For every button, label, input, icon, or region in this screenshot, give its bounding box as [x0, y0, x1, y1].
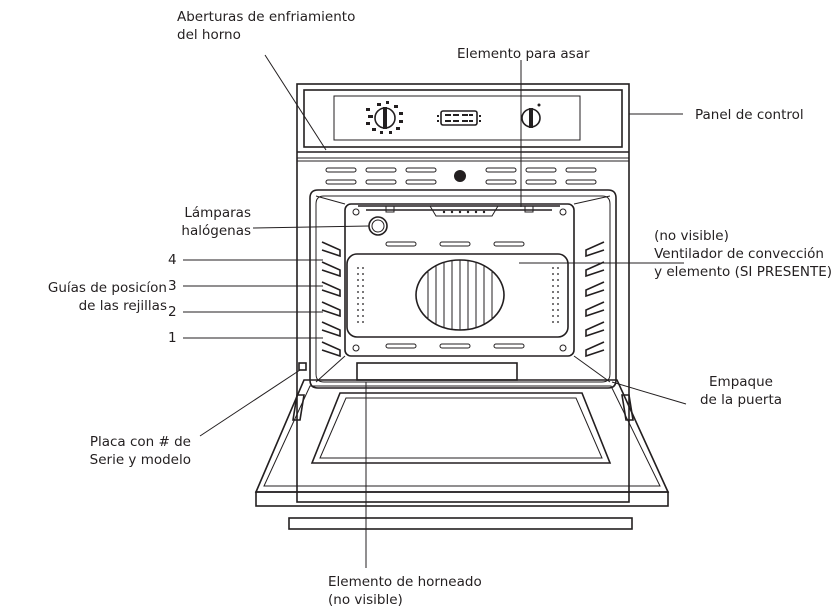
control-panel [303, 89, 623, 148]
label-serial-plate-line1: Placa con # de [89, 434, 191, 450]
rack-guides-left [321, 241, 341, 358]
label-door-gasket-line2: de la puerta [699, 392, 783, 408]
label-convection-fan-line2: Ventilador de convección [654, 246, 824, 262]
rack-number-3: 3 [168, 278, 177, 294]
timer-display [437, 110, 481, 126]
label-broil-element: Elemento para asar [457, 46, 590, 62]
label-control-panel: Panel de control [695, 107, 804, 123]
label-cooling-vents-line1: Aberturas de enfriamiento [177, 9, 356, 25]
label-door-gasket: Empaque de la puerta [680, 373, 802, 409]
back-wall-slots [385, 241, 525, 349]
rack-guides-right [585, 241, 605, 358]
label-halogen-lamps: Lámparas halógenas [181, 204, 251, 240]
label-convection-fan: (no visible) Ventilador de convección y … [654, 227, 832, 281]
label-rack-guides-line1: Guías de posicíon [47, 280, 167, 296]
label-bake-element-line2: (no visible) [328, 592, 403, 608]
halogen-lamp [368, 216, 388, 236]
label-rack-guides-line2: de las rejillas [78, 298, 167, 314]
label-bake-element: Elemento de horneado (no visible) [328, 573, 482, 609]
rack-number-4: 4 [168, 252, 177, 268]
broil-element [358, 205, 560, 217]
label-serial-plate-line2: Serie y modelo [89, 452, 191, 468]
door-hinges [292, 394, 634, 421]
oven-door [254, 362, 670, 530]
label-serial-plate: Placa con # de Serie y modelo [90, 433, 191, 469]
label-convection-fan-line3: y elemento (SI PRESENTE) [654, 264, 832, 280]
oven-cabinet [296, 83, 630, 503]
label-cooling-vents: Aberturas de enfriamiento del horno [177, 8, 355, 44]
oven-cavity [309, 189, 617, 389]
rack-number-2: 2 [168, 304, 177, 320]
label-convection-fan-line1: (no visible) [654, 228, 729, 244]
label-halogen-lamps-line2: halógenas [181, 223, 251, 239]
cooling-vents [297, 151, 629, 185]
convection-fan-cover [346, 253, 569, 338]
leader-lines [183, 54, 687, 568]
serial-plate [298, 362, 307, 371]
rack-number-1: 1 [168, 330, 177, 346]
label-door-gasket-line1: Empaque [709, 374, 773, 390]
selector-knob [366, 101, 403, 134]
label-rack-guides: Guías de posicíon de las rejillas [48, 279, 167, 315]
temperature-knob [521, 103, 541, 128]
label-cooling-vents-line2: del horno [177, 27, 241, 43]
label-bake-element-line1: Elemento de horneado [328, 574, 482, 590]
label-halogen-lamps-line1: Lámparas [184, 205, 251, 221]
